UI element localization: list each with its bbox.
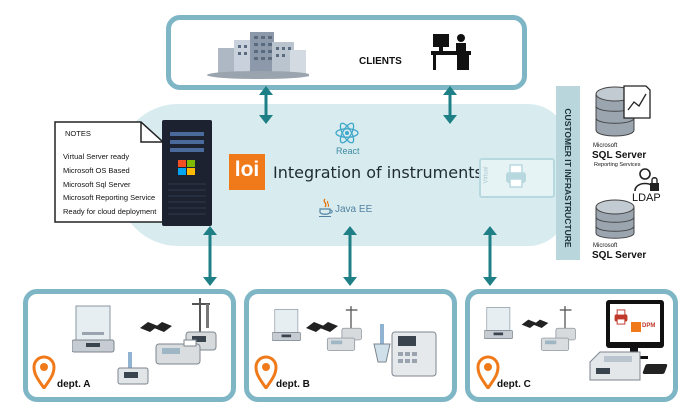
database-icon [595,199,635,239]
sample-plates-icon [306,322,338,332]
dpm-badge: DPM [642,323,656,329]
location-pin-icon [32,355,56,389]
java-label: Java EE [335,204,373,215]
platform-title: Integration of instruments [273,163,483,182]
karl-fischer-titrator-icon [373,324,437,377]
arrow-dept-a [203,226,217,286]
notes-item: Microsoft OS Based [63,166,130,175]
db2-name: SQL Server [592,250,647,261]
notes-item: Microsoft Sql Server [63,180,131,189]
ph-meter-icon [555,306,576,341]
db1-vendor: Microsoft [593,143,618,149]
server-tower-icon [162,120,212,226]
analytical-balance-icon [484,307,513,339]
titrator-icon [117,352,149,385]
location-pin-icon [254,355,278,389]
database-report-icon [595,85,651,137]
dept-a-label: dept. A [57,379,91,390]
printer-icon [614,309,628,325]
office-buildings-icon [207,32,309,79]
arrow-dept-c [483,226,497,286]
notes-document-shape [54,121,164,223]
keyboard [642,364,668,374]
db1-name: SQL Server [592,150,647,161]
analytical-balance-icon [272,309,301,341]
analytical-balance-icon [72,305,115,353]
notes-item: Virtual Server ready [63,152,130,161]
notes-title: NOTES [65,129,91,138]
ph-meter-icon [341,306,362,341]
clients-label: CLIENTS [359,56,402,67]
db2-vendor: Microsoft [593,243,618,249]
titrator-icon [326,337,356,351]
infra-bar [556,86,580,260]
sample-plates-icon [140,322,172,332]
location-pin-icon [476,355,500,389]
dept-c-label: dept. C [497,379,531,390]
titrator-icon [540,337,570,351]
printer-instrument-icon [155,339,201,365]
user-lock-icon [634,168,659,192]
loi-logo-text: loi [234,158,260,181]
clients-box: CLIENTS [166,15,527,90]
react-logo-icon [335,122,359,144]
virtual-label: Virtual [483,166,490,184]
arrow-clients-right [443,86,457,124]
react-label: React [336,146,360,156]
dept-b-label: dept. B [276,379,310,390]
dpm-loi-logo [631,322,641,332]
java-cup-icon [319,198,333,217]
arrow-dept-b [343,226,357,286]
db1-sub: Reporting Services [594,162,641,168]
loi-logo [229,154,265,190]
notes-item: Ready for cloud deployment [63,207,157,216]
notes-item: Microsoft Reporting Service [63,193,156,202]
infra-label: CUSTOMER IT INFRASTRUCTURE [563,108,573,248]
spectrophotometer-icon [589,351,641,381]
ldap-label: LDAP [632,192,661,204]
desk-workstation-icon [431,34,471,70]
sample-plates-icon [521,319,549,328]
arrow-clients-left [259,86,273,124]
printer-icon [506,164,526,188]
